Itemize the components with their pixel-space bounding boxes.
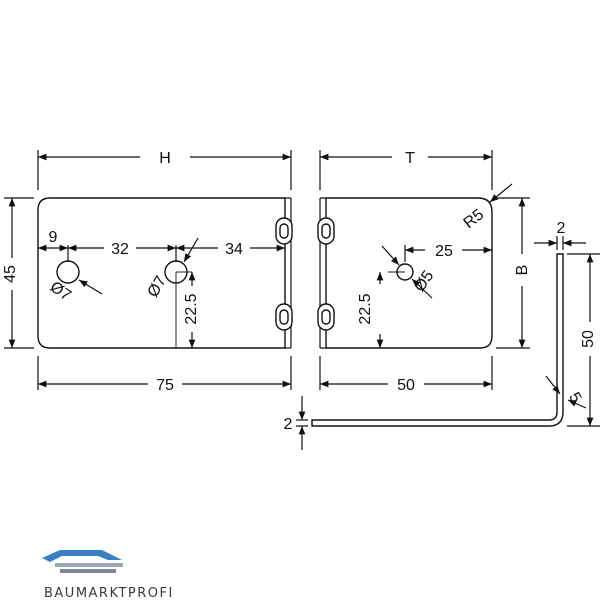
side-profile xyxy=(311,253,564,427)
label-50-vertical: 50 xyxy=(580,330,597,348)
label-T: T xyxy=(405,150,415,167)
label-50-horizontal: 50 xyxy=(397,377,415,394)
hole-7-left xyxy=(56,260,80,284)
brand-name: BAUMARKTPROFI xyxy=(44,586,174,600)
label-34: 34 xyxy=(225,241,243,258)
label-22-5-right: 22.5 xyxy=(357,293,374,324)
dimension-B: B xyxy=(496,197,531,349)
dimension-hole-spacing: 9 32 34 xyxy=(38,229,285,262)
brand-logo: BAUMARKTPROFI xyxy=(42,550,174,600)
dimension-25: 25 xyxy=(404,243,492,262)
dimension-50-vertical: 50 xyxy=(567,253,600,427)
label-2-bottom: 2 xyxy=(284,416,293,433)
dimension-thickness-top: 2 xyxy=(534,220,586,250)
label-32: 32 xyxy=(111,241,129,258)
dimension-H: H xyxy=(37,150,292,190)
label-25: 25 xyxy=(435,243,453,260)
label-45: 45 xyxy=(2,265,19,283)
dimension-45: 45 xyxy=(2,197,34,349)
logo-roof-icon xyxy=(42,550,122,562)
dimension-50-horizontal: 50 xyxy=(319,356,493,394)
right-plate xyxy=(317,197,493,349)
dimension-22-5-left: 22.5 xyxy=(183,272,200,348)
dimension-5: 5 xyxy=(545,375,587,409)
dimension-T: T xyxy=(319,150,493,190)
label-B: B xyxy=(514,265,531,276)
label-2-top: 2 xyxy=(557,220,566,237)
label-22-5-left: 22.5 xyxy=(183,293,200,324)
left-plate xyxy=(37,197,293,349)
label-9: 9 xyxy=(49,229,58,246)
dimension-75: 75 xyxy=(37,356,292,394)
label-H: H xyxy=(159,150,171,167)
dimension-22-5-right: 22.5 xyxy=(357,272,384,348)
dimension-thickness-bottom: 2 xyxy=(284,396,308,450)
label-75: 75 xyxy=(156,377,174,394)
